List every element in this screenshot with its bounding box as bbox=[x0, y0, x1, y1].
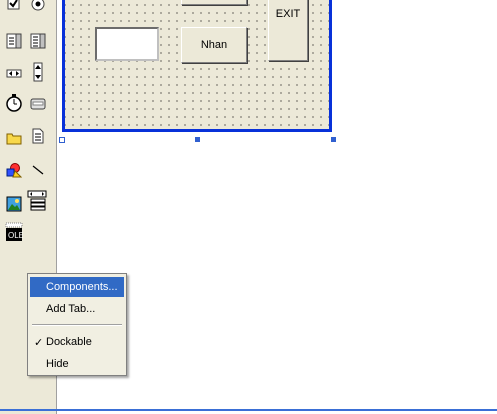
shape-icon[interactable] bbox=[6, 162, 23, 178]
filelistbox-icon[interactable] bbox=[30, 128, 46, 144]
check-icon: ✓ bbox=[34, 336, 44, 349]
menu-item-hide[interactable]: Hide bbox=[30, 354, 124, 374]
resize-handle-bottom-left[interactable] bbox=[59, 137, 65, 143]
resize-handle-bottom-middle[interactable] bbox=[195, 137, 200, 142]
svg-text:OLE: OLE bbox=[8, 231, 23, 240]
menu-item-label: Hide bbox=[46, 358, 69, 370]
listbox-icon[interactable] bbox=[30, 33, 46, 49]
resize-handle-bottom-right[interactable] bbox=[331, 137, 336, 142]
hscrollbar-icon[interactable] bbox=[6, 65, 22, 81]
menu-item-label: Components... bbox=[46, 281, 118, 293]
line-icon[interactable] bbox=[30, 162, 46, 178]
taskbar-edge bbox=[0, 409, 497, 411]
exit-button[interactable]: EXIT bbox=[268, 0, 308, 61]
menu-item-label: Add Tab... bbox=[46, 303, 96, 315]
combobox-icon[interactable] bbox=[6, 33, 22, 49]
nhan-button[interactable]: Nhan bbox=[181, 27, 247, 63]
menu-item-label: Dockable bbox=[46, 336, 92, 348]
ole-icon[interactable]: OLE bbox=[5, 222, 24, 242]
image-icon[interactable] bbox=[6, 196, 22, 212]
vscrollbar-icon[interactable] bbox=[30, 62, 46, 82]
drivelistbox-icon[interactable] bbox=[30, 96, 46, 112]
dirlistbox-icon[interactable] bbox=[6, 130, 22, 146]
menu-item-dockable[interactable]: ✓ Dockable bbox=[30, 332, 124, 352]
menu-separator bbox=[32, 324, 122, 326]
menu-item-components[interactable]: Components... bbox=[30, 277, 124, 297]
checkbox-icon[interactable] bbox=[6, 0, 22, 12]
timer-icon[interactable] bbox=[5, 94, 22, 112]
menu-item-add-tab[interactable]: Add Tab... bbox=[30, 299, 124, 319]
text-box[interactable] bbox=[95, 27, 159, 61]
form-designer[interactable]: Nhan EXIT bbox=[62, 0, 332, 132]
option-button-icon[interactable] bbox=[30, 0, 46, 12]
top-command-button[interactable] bbox=[181, 0, 247, 5]
data-icon[interactable] bbox=[27, 190, 47, 212]
context-menu: Components... Add Tab... ✓ Dockable Hide bbox=[27, 273, 127, 376]
